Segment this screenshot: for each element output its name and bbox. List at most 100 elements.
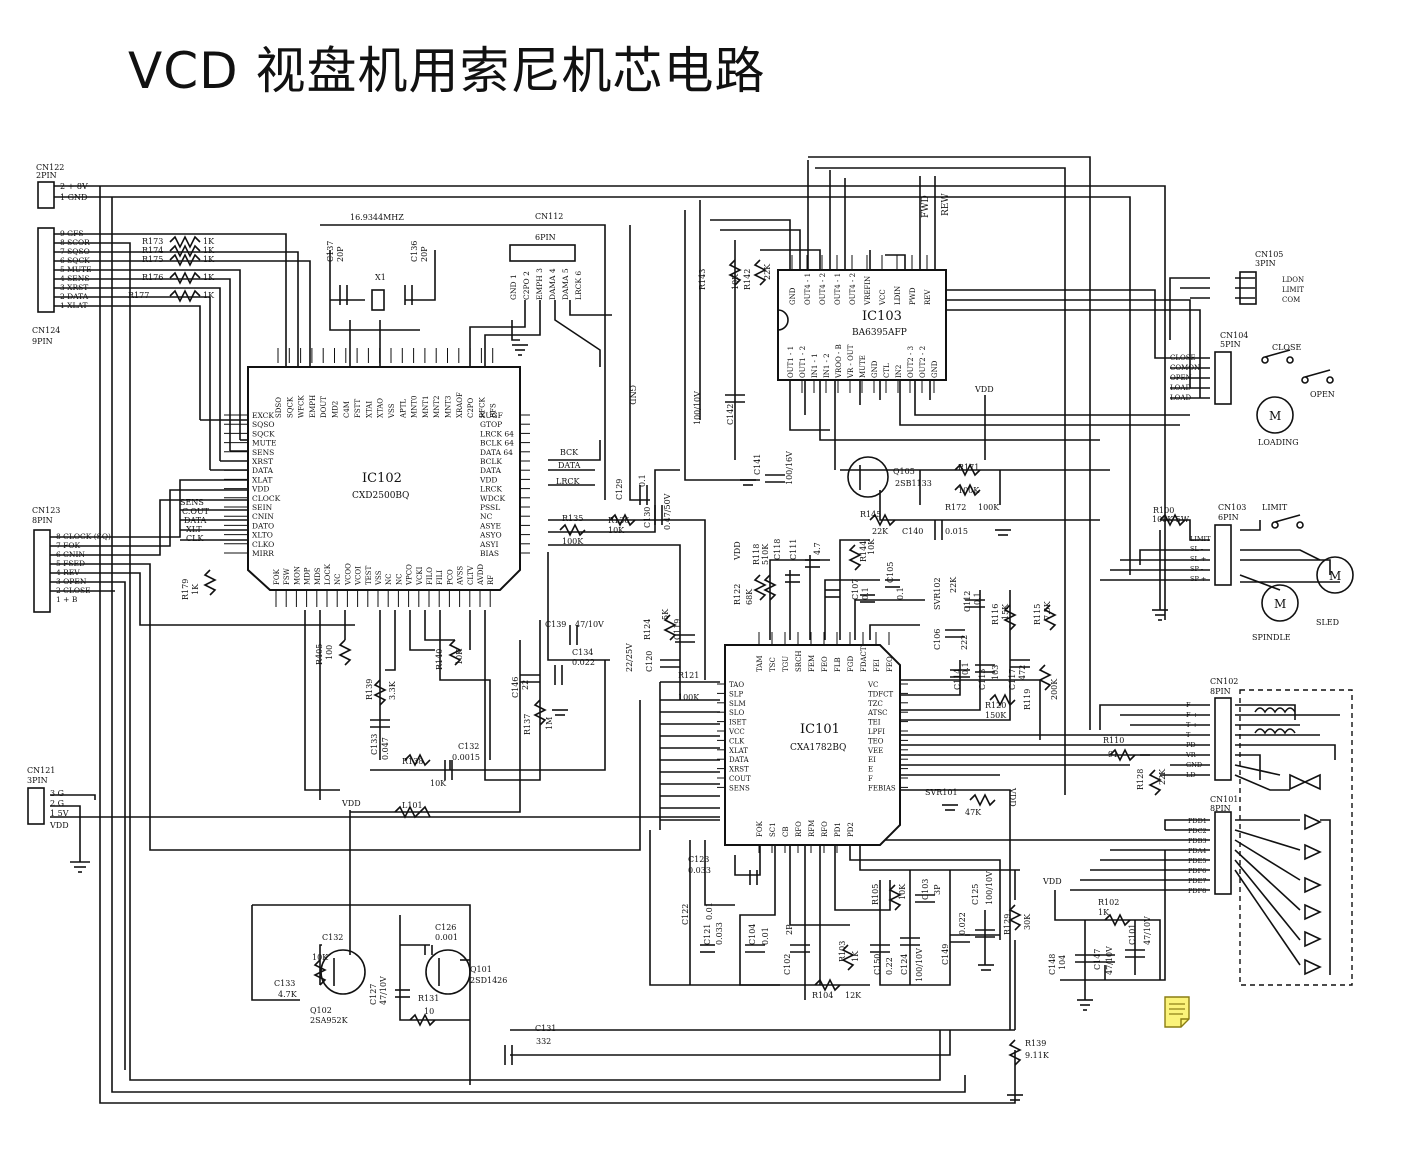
r137-value: 1M [545, 717, 554, 730]
ic101-pin-label: XRST [729, 766, 749, 774]
ic102-pin-label: AVDD [477, 564, 485, 586]
c133a-value: 0.047 [381, 737, 390, 760]
ic101-pin-label: RFO [821, 821, 829, 837]
c148-ref: C148 [1048, 954, 1057, 975]
cn124-pin-label: 4 SENS [60, 274, 89, 283]
ic101-left-pins: TAOSLPSLMSLOISETVCCCLKXLATDATAXRSTCOUTSE… [717, 681, 751, 792]
ic102-part: CXD2500BQ [352, 491, 409, 501]
r143-value: 10K [731, 273, 740, 290]
cn124-pin-label: 2 DATA [60, 292, 89, 301]
ic102-pin-label: SEIN [252, 503, 273, 512]
spindle-motor-label: SPINDLE [1252, 633, 1291, 642]
c123-ref: C123 [688, 855, 709, 864]
r124-value: 5K [661, 608, 670, 620]
ic101-pin-label: FEM [808, 655, 816, 672]
ic103-pin-label: OUT4 - 2 [849, 273, 857, 305]
c102-value: 2P [785, 924, 794, 935]
cn123-bus-label: SENS [180, 498, 204, 507]
ic102-pin-label: CNIN [252, 512, 274, 521]
ic102-pin-label: DATA [252, 466, 274, 475]
r176-ref: R176 [142, 273, 163, 282]
ic101-pin-label: CLK [729, 737, 745, 745]
svr101-ref: SVR101 [925, 788, 958, 797]
c130-value: 0.47/50V [663, 493, 672, 530]
r405-value: 100 [325, 645, 334, 660]
ic102-pin-label: MD2 [332, 401, 340, 418]
crystal-ref: X1 [375, 273, 386, 282]
c139-ref: C139 [545, 620, 566, 629]
cn102-pin-label: F + [1186, 711, 1198, 719]
r100-value: 100K 5W [1152, 515, 1190, 524]
cn102-name: CN102 [1210, 677, 1238, 686]
c113-ref: C113 [978, 669, 987, 690]
c148-value: 104 [1058, 955, 1067, 970]
c127-value: 47/10V [379, 976, 388, 1005]
cn121-vdd: VDD [49, 821, 69, 830]
ic103-pin-label: OUT2 - 2 [919, 346, 927, 378]
ic102-name: IC102 [362, 471, 402, 486]
c131-ref: C131 [535, 1024, 556, 1033]
ic101-pin-label: LPFI [868, 728, 885, 736]
resistors [169, 235, 1186, 1066]
q105-ref: Q105 [893, 467, 915, 476]
c150-ref: C150 [873, 954, 882, 975]
c114-ref: C114 [953, 669, 962, 690]
c103-ref: C103 [921, 879, 930, 900]
cn122-name: CN122 [36, 163, 64, 172]
cn104-pin-label: OPEN [1170, 374, 1192, 382]
ic103-pin-label: MUTE [859, 355, 867, 378]
r145-ref: R145 [860, 510, 881, 519]
ic102-pin-label: XTAI [365, 401, 373, 418]
cn121-pin: 2 G [50, 799, 64, 808]
r129-ref: R129 [1003, 914, 1012, 935]
cn104-name: CN104 [1220, 331, 1248, 340]
ic102-pin-label: LRCK 64 [480, 429, 514, 438]
r103-ref: R103 [838, 941, 847, 962]
ic101-pin-label: FDACT [860, 646, 868, 672]
r139a-value: 3.3K [388, 680, 397, 700]
ic103-pin-label: GND [789, 287, 797, 305]
ic103-pin-label: OUT2 - 3 [907, 346, 915, 378]
ic101-pin-label: FGD [847, 656, 855, 672]
ic103-pin-label: VR - OUT [847, 344, 855, 379]
cn102-pin-label: F - [1186, 701, 1195, 709]
ic103-pin-label: OUT1 - 1 [787, 346, 795, 378]
r142-value: 22K [763, 263, 772, 280]
limit-switch-label: LIMIT [1262, 503, 1288, 512]
c132b-ref: C132 [322, 933, 343, 942]
cn101-connector: CN101 8PIN PDD1PDC2PDB3PDA4PDE5PDF6PDE7P… [1188, 795, 1238, 895]
c141-ref: C141 [753, 454, 762, 475]
cn102-pins-label: 8PIN [1210, 687, 1231, 696]
ic101-pin-label: VEE [867, 747, 883, 755]
sticky-note-icon[interactable] [1164, 996, 1190, 1028]
cn103-pin-label: SL - [1190, 545, 1203, 553]
cn101-pin-label: PDA4 [1188, 847, 1206, 855]
ic102-pin-label: DATO [252, 521, 274, 530]
r124-ref: R124 [643, 619, 652, 640]
ic102-pin-label: XUGF [480, 411, 503, 420]
c127-ref: C127 [369, 984, 378, 1005]
cn124-pin-label: 1 XLAT [60, 301, 87, 310]
c105-ref: C105 [886, 562, 895, 583]
ic103-pin-label: VREFIN [864, 276, 872, 306]
r105-ref: R105 [871, 884, 880, 905]
r129-value: 30K [1023, 913, 1032, 930]
c133b-ref: C133 [274, 979, 295, 988]
ic102-pin-label: TEST [365, 565, 373, 585]
ic101-pin-label: VC [867, 681, 878, 689]
ic102-pin-label: C2PO [467, 397, 475, 418]
ic103-pin-label: OUT4 - 1 [804, 273, 812, 305]
r144-ref: R144 [859, 541, 868, 562]
cn103-pin-label: SP - [1190, 565, 1203, 573]
active-parts [320, 349, 1354, 995]
r171-ref: R171 [958, 463, 979, 472]
cn105-pins-label: 3PIN [1255, 259, 1276, 268]
c101-ref: C101 [1128, 924, 1137, 945]
r139b-value: 9.11K [1025, 1051, 1050, 1060]
ic101-pin-label: DATA [729, 756, 750, 764]
